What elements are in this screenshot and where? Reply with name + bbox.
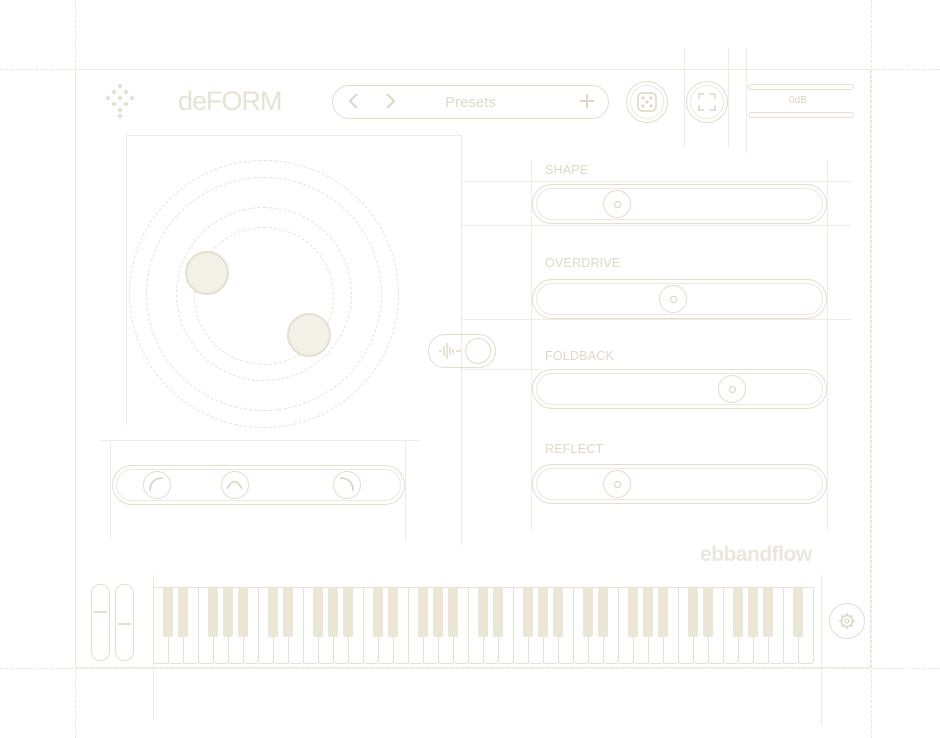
black-key[interactable] (388, 587, 398, 637)
black-key[interactable] (688, 587, 698, 637)
expand-icon (698, 93, 716, 111)
black-key[interactable] (448, 587, 458, 637)
black-key[interactable] (553, 587, 563, 637)
black-key[interactable] (598, 587, 608, 637)
black-key[interactable] (763, 587, 773, 637)
plugin-frame (75, 69, 871, 668)
plus-icon (580, 94, 594, 108)
randomize-button[interactable] (626, 81, 668, 123)
toggle-knob (465, 338, 491, 364)
black-key[interactable] (658, 587, 668, 637)
black-key[interactable] (703, 587, 713, 637)
prev-preset-button[interactable] (347, 91, 361, 117)
param-label-shape: SHAPE (545, 163, 589, 177)
brand-logo-text: ebbandflow (700, 543, 812, 566)
black-key[interactable] (223, 587, 233, 637)
chevron-right-icon (386, 93, 396, 109)
reflect-slider[interactable] (532, 464, 827, 504)
exp-curve-icon (339, 477, 354, 492)
xy-pad[interactable] (126, 135, 461, 428)
black-key[interactable] (238, 587, 248, 637)
fullscreen-button[interactable] (686, 81, 728, 123)
waveform-icon (439, 343, 461, 359)
add-preset-button[interactable] (578, 91, 596, 117)
piano-keyboard[interactable] (153, 587, 815, 665)
curve-selector (112, 465, 405, 505)
xy-handle-a[interactable] (185, 251, 229, 295)
output-meter-bottom (748, 112, 854, 118)
next-preset-button[interactable] (383, 91, 397, 117)
black-key[interactable] (433, 587, 443, 637)
curve-button-exp[interactable] (333, 471, 361, 499)
dice-icon (637, 92, 657, 112)
mode-toggle[interactable] (428, 334, 496, 368)
output-meter-top (748, 84, 854, 90)
param-label-overdrive: OVERDRIVE (545, 256, 621, 270)
foldback-slider-thumb[interactable] (717, 375, 746, 403)
black-key[interactable] (418, 587, 428, 637)
log-curve-icon (149, 477, 164, 492)
overdrive-slider[interactable] (532, 279, 827, 319)
black-key[interactable] (538, 587, 548, 637)
preset-name[interactable]: Presets (445, 94, 496, 111)
curve-button-arc[interactable] (221, 471, 249, 499)
settings-button[interactable] (829, 603, 865, 639)
param-label-reflect: REFLECT (545, 442, 604, 456)
gear-icon (839, 613, 855, 629)
black-key[interactable] (523, 587, 533, 637)
preset-browser: Presets (332, 85, 609, 119)
black-key[interactable] (793, 587, 803, 637)
black-key[interactable] (163, 587, 173, 637)
foldback-slider[interactable] (532, 369, 827, 409)
black-key[interactable] (328, 587, 338, 637)
mod-wheel[interactable] (115, 584, 134, 661)
black-key[interactable] (733, 587, 743, 637)
param-label-foldback: FOLDBACK (545, 349, 614, 363)
mod-wheel-marker (118, 623, 131, 625)
output-gain-readout[interactable]: 0dB (789, 95, 807, 106)
logo-icon (105, 83, 135, 119)
arc-curve-icon (226, 480, 243, 490)
chevron-left-icon (348, 93, 358, 109)
black-key[interactable] (628, 587, 638, 637)
black-key[interactable] (748, 587, 758, 637)
black-key[interactable] (478, 587, 488, 637)
black-key[interactable] (343, 587, 353, 637)
black-key[interactable] (208, 587, 218, 637)
black-key[interactable] (313, 587, 323, 637)
xy-handle-b[interactable] (287, 313, 331, 357)
black-key[interactable] (643, 587, 653, 637)
pitch-wheel[interactable] (91, 584, 110, 661)
product-logo-text: deFORM (178, 86, 283, 116)
shape-slider[interactable] (532, 184, 827, 224)
overdrive-slider-thumb[interactable] (658, 285, 687, 313)
pitch-wheel-marker (94, 611, 107, 613)
reflect-slider-thumb[interactable] (602, 470, 631, 498)
black-key[interactable] (583, 587, 593, 637)
black-key[interactable] (493, 587, 503, 637)
black-key[interactable] (268, 587, 278, 637)
black-key[interactable] (373, 587, 383, 637)
shape-slider-thumb[interactable] (602, 190, 631, 218)
curve-button-log[interactable] (143, 471, 171, 499)
black-key[interactable] (283, 587, 293, 637)
black-key[interactable] (178, 587, 188, 637)
